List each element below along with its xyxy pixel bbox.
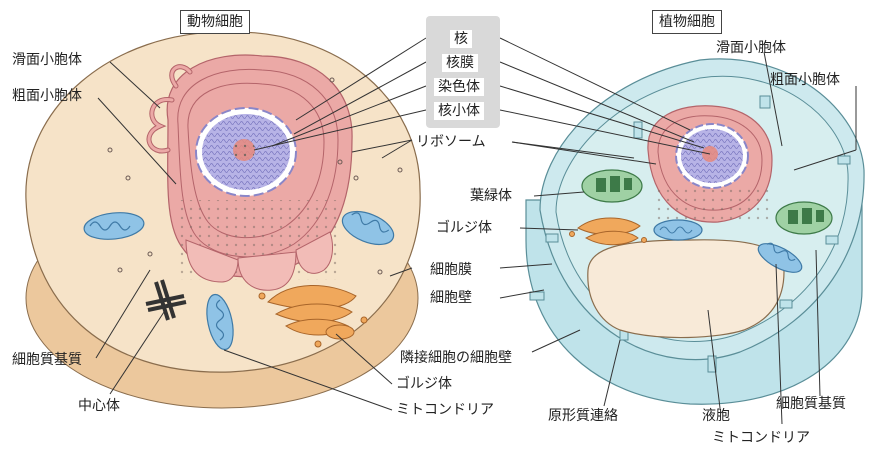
label-nuclear-membrane: 核膜 [442,54,478,72]
label-plant-rough-er: 粗面小胞体 [770,72,840,88]
label-animal-mitochondria: ミトコンドリア [396,402,494,418]
label-centrosome: 中心体 [78,398,120,414]
plant-vacuole [588,240,784,338]
label-animal-smooth-er: 滑面小胞体 [12,52,82,68]
label-animal-golgi: ゴルジ体 [396,376,452,392]
label-plant-cytoplasm: 細胞質基質 [776,396,846,412]
label-plant-smooth-er: 滑面小胞体 [716,40,786,56]
label-cell-wall: 細胞壁 [430,290,472,306]
label-ribosome: リボソーム [416,134,486,150]
label-plant-mitochondria: ミトコンドリア [712,430,810,446]
plant-cell-title: 植物細胞 [652,10,722,34]
animal-nucleus [196,108,296,196]
label-animal-rough-er: 粗面小胞体 [12,88,82,104]
label-plant-golgi: ゴルジ体 [436,220,492,236]
animal-cell [26,32,420,408]
label-chloroplast: 葉緑体 [470,188,512,204]
label-nucleus: 核 [450,30,472,48]
label-adjacent-cell-wall: 隣接細胞の細胞壁 [400,350,512,366]
label-cell-membrane: 細胞膜 [430,262,472,278]
plant-cell [526,59,864,404]
label-plasmodesmata: 原形質連絡 [548,408,618,424]
label-animal-cytoplasm: 細胞質基質 [12,352,82,368]
label-chromosome: 染色体 [434,78,484,96]
plant-nucleus [676,124,748,188]
label-vacuole: 液胞 [702,408,730,424]
animal-cell-title: 動物細胞 [180,10,250,34]
label-nucleolus: 核小体 [434,102,484,120]
